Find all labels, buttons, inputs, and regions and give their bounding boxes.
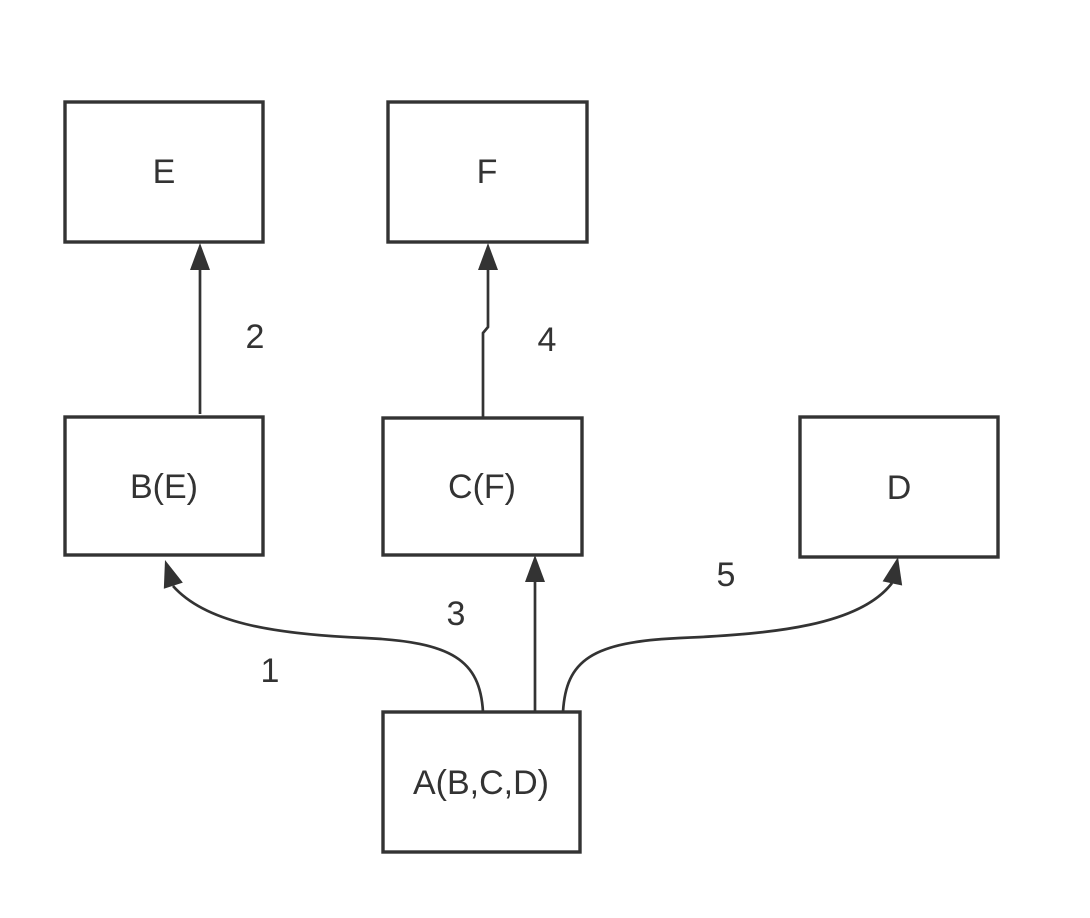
edge-C-to-F-label: 4 (538, 321, 557, 359)
node-B: B(E) (63, 415, 265, 557)
node-D: D (798, 415, 1000, 559)
node-B-box (63, 415, 265, 557)
node-D-box (798, 415, 1000, 559)
edge-A-to-D: 5 (561, 556, 903, 713)
edge-A-to-D-arrowhead-icon (882, 557, 903, 586)
node-C-box (381, 416, 584, 557)
edge-A-to-D-label: 5 (717, 556, 736, 594)
edge-C-to-F-arrowhead-icon (478, 243, 498, 270)
edge-B-to-E: 2 (190, 243, 264, 414)
edge-B-to-E-arrowhead-icon (190, 243, 210, 270)
edge-A-to-B-path (171, 585, 485, 713)
nodes: E F B(E) C(F) D A(B,C,D) (63, 100, 1000, 854)
node-E: E (63, 100, 265, 244)
edge-A-to-C-label: 3 (447, 595, 466, 633)
edge-C-to-F-path (481, 270, 490, 418)
edges: 1 2 3 4 5 (163, 243, 903, 713)
node-B-label: B(E) (130, 468, 198, 506)
edge-A-to-C: 3 (447, 555, 545, 712)
node-F-label: F (477, 153, 498, 191)
node-E-label: E (153, 153, 176, 191)
node-F: F (386, 100, 589, 244)
node-A-label: A(B,C,D) (413, 764, 549, 802)
node-C: C(F) (381, 416, 584, 557)
edge-B-to-E-label: 2 (246, 318, 265, 356)
edge-A-to-D-path (561, 582, 894, 713)
edge-A-to-B: 1 (163, 560, 485, 713)
node-A: A(B,C,D) (381, 710, 582, 854)
node-F-box (386, 100, 589, 244)
edge-A-to-C-arrowhead-icon (525, 555, 545, 582)
edge-C-to-F: 4 (478, 243, 556, 418)
edge-A-to-B-label: 1 (261, 652, 280, 690)
edge-A-to-B-arrowhead-icon (163, 560, 183, 589)
node-D-label: D (887, 469, 912, 507)
node-C-label: C(F) (448, 468, 516, 506)
node-A-box (381, 710, 582, 854)
node-E-box (63, 100, 265, 244)
